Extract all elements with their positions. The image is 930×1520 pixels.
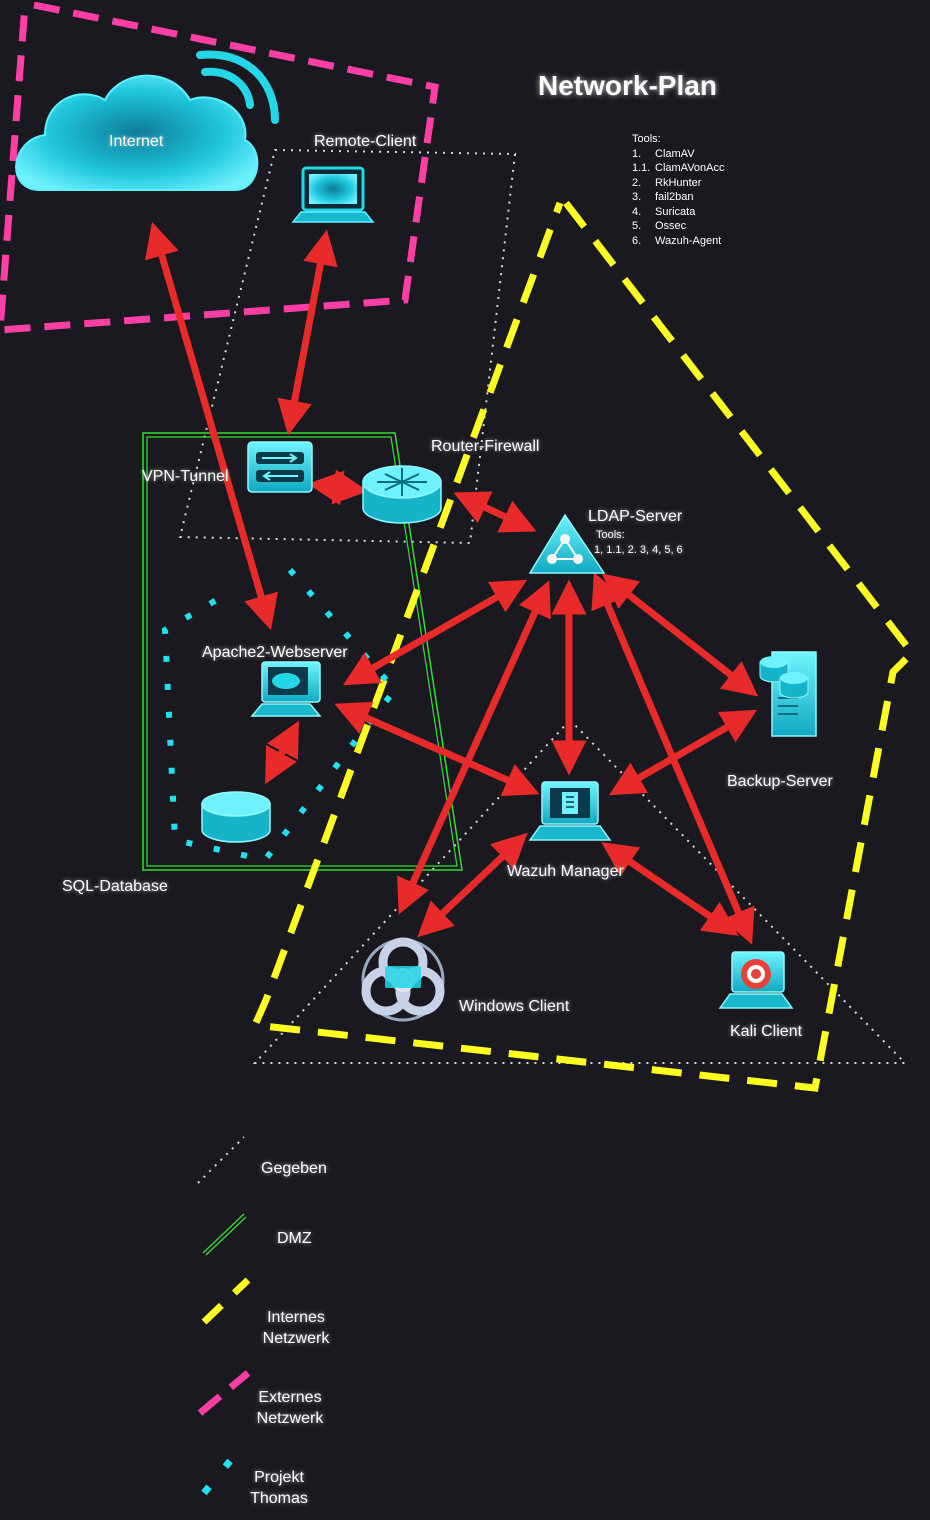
arrow-wazuh-kali bbox=[601, 842, 739, 936]
arrow-backup-wazuh bbox=[608, 709, 758, 796]
connection-arrows bbox=[145, 221, 759, 945]
tools-list: Tools: 1. ClamAV 1.1. ClamAVonAcc 2. RkHunt… bbox=[632, 132, 725, 248]
arrow-vpn-router bbox=[307, 469, 369, 506]
ldap-server-icon bbox=[528, 513, 606, 574]
tools-item-num: 3. bbox=[632, 191, 642, 203]
laptop-icon bbox=[291, 166, 375, 223]
tools-item-name: fail2ban bbox=[655, 191, 694, 203]
legend-external-line2: Netzwerk bbox=[256, 1410, 324, 1427]
legend-external-line bbox=[197, 1370, 251, 1416]
webserver-icon bbox=[250, 661, 322, 717]
database-icon bbox=[201, 791, 271, 843]
arrow-wazuh-windows bbox=[417, 832, 528, 938]
tools-item-name: Ossec bbox=[655, 220, 687, 232]
legend-internal-line2: Netzwerk bbox=[262, 1330, 330, 1347]
legend-project-label: Projekt Thomas bbox=[247, 1467, 311, 1509]
tools-item-name: ClamAV bbox=[655, 147, 695, 160]
arrow-router-ldap bbox=[453, 491, 537, 533]
arrow-apache-sql bbox=[265, 720, 299, 785]
tools-item-name: RkHunter bbox=[655, 176, 702, 189]
tools-item-num: 5. bbox=[632, 220, 642, 232]
tools-item: 2. RkHunter bbox=[632, 176, 725, 191]
tools-item: 5. Ossec bbox=[632, 219, 725, 234]
tools-item-num: 2. bbox=[632, 176, 642, 189]
internal-network-boundary bbox=[249, 200, 917, 1092]
legend-internal-line bbox=[201, 1277, 251, 1325]
tools-item: 1. ClamAV bbox=[632, 147, 725, 162]
arrow-ldap-apache bbox=[342, 579, 528, 686]
router-icon bbox=[362, 465, 442, 524]
vpn-switch-icon bbox=[247, 441, 313, 493]
legend-external-label: Externes Netzwerk bbox=[255, 1387, 325, 1429]
wazuh-manager-label: Wazuh Manager bbox=[507, 863, 624, 880]
tools-item-name: Suricata bbox=[655, 205, 696, 218]
arrow-remote-vpn bbox=[277, 229, 338, 436]
ldap-tools-list: 1, 1.1, 2. 3, 4, 5, 6 bbox=[594, 544, 683, 556]
legend-project-line1: Projekt bbox=[254, 1469, 304, 1486]
legend-internal-label: Internes Netzwerk bbox=[261, 1307, 331, 1349]
arrow-internet-apache bbox=[145, 221, 278, 631]
tools-item-num: 4. bbox=[632, 205, 642, 218]
legend-external-line1: Externes bbox=[258, 1389, 322, 1406]
arrow-ldap-backup bbox=[601, 573, 759, 697]
tools-item-num: 1. bbox=[632, 147, 642, 160]
tools-item-num: 6. bbox=[632, 234, 642, 247]
page-title: Network-Plan bbox=[538, 70, 717, 101]
arrow-apache-wazuh bbox=[334, 701, 540, 797]
given-boundary-top bbox=[178, 148, 517, 545]
vpn-tunnel-label: VPN-Tunnel bbox=[142, 468, 229, 485]
legend-dmz-label: DMZ bbox=[277, 1230, 312, 1247]
internet-label: Internet bbox=[109, 133, 164, 150]
remote-client-label: Remote-Client bbox=[314, 133, 417, 150]
kali-client-icon bbox=[718, 951, 794, 1009]
tools-item-name: Wazuh-Agent bbox=[655, 234, 722, 247]
legend-project-line2: Thomas bbox=[250, 1490, 308, 1507]
tools-item: 3. fail2ban bbox=[632, 190, 725, 205]
apache-webserver-label: Apache2-Webserver bbox=[202, 644, 348, 661]
ldap-tools-title: Tools: bbox=[596, 529, 625, 541]
legend-given-label: Gegeben bbox=[261, 1160, 327, 1177]
windows-client-label: Windows Client bbox=[459, 998, 570, 1015]
legend-given-line bbox=[197, 1136, 245, 1184]
legend-internal-line1: Internes bbox=[267, 1309, 325, 1326]
tools-heading: Tools: bbox=[632, 133, 661, 145]
wazuh-manager-icon bbox=[528, 781, 612, 841]
tools-item: 4. Suricata bbox=[632, 205, 725, 220]
external-network-boundary bbox=[0, 1, 439, 334]
ldap-server-label: LDAP-Server bbox=[588, 508, 683, 525]
legend-dmz-line bbox=[202, 1213, 245, 1254]
tools-item-name: ClamAVonAcc bbox=[655, 162, 725, 174]
backup-server-label: Backup-Server bbox=[727, 773, 833, 790]
tools-item: 1.1. ClamAVonAcc bbox=[632, 161, 725, 176]
router-firewall-label: Router-Firewall bbox=[431, 438, 540, 455]
backup-server-icon bbox=[759, 651, 817, 737]
biohazard-icon bbox=[361, 937, 445, 1022]
tools-item-num: 1.1. bbox=[632, 162, 651, 174]
kali-client-label: Kali Client bbox=[730, 1023, 803, 1040]
tools-item: 6. Wazuh-Agent bbox=[632, 234, 725, 249]
cloud-icon bbox=[15, 50, 279, 191]
legend-project-line bbox=[201, 1458, 233, 1496]
sql-database-label: SQL-Database bbox=[62, 878, 168, 895]
